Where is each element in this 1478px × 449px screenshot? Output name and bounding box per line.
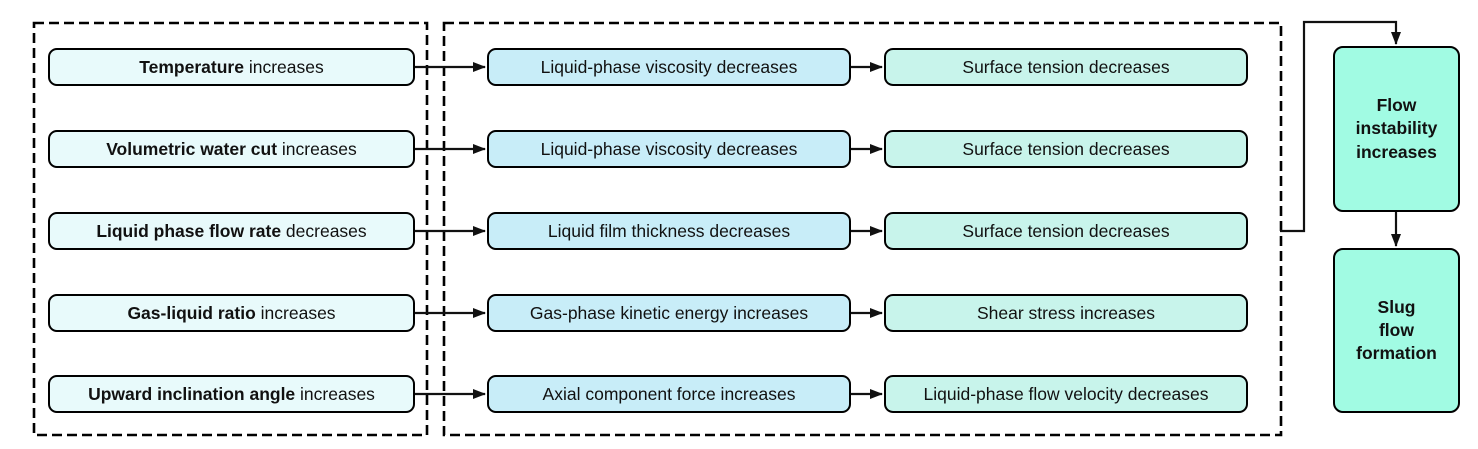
mechanism-stage1-label: Axial component force increases: [542, 383, 796, 404]
cause-box-temperature: Temperature increases: [48, 48, 415, 86]
cause-label-suffix: increases: [295, 383, 375, 404]
outcome-label-slug-flow: Slug flow formation: [1356, 296, 1437, 364]
cause-label: Volumetric water cut increases: [106, 139, 357, 160]
mechanism-stage1-box-row2: Liquid-phase viscosity decreases: [487, 130, 851, 168]
cause-label: Upward inclination angle increases: [88, 384, 375, 405]
mechanism-stage2-box-row3: Surface tension decreases: [884, 212, 1248, 250]
mechanism-stage2-box-row2: Surface tension decreases: [884, 130, 1248, 168]
mechanism-stage2-label: Surface tension decreases: [962, 56, 1170, 77]
cause-label-suffix: increases: [255, 302, 336, 323]
mechanism-stage2-box-row1: Surface tension decreases: [884, 48, 1248, 86]
outcome-label-flow-instability: Flow instability increases: [1355, 95, 1438, 162]
arrow-mechanisms-to-flow-instability: [1280, 20, 1401, 233]
mechanism-stage2-box-row5: Liquid-phase flow velocity decreases: [884, 375, 1248, 413]
mechanism-stage1-label: Liquid-phase viscosity decreases: [540, 138, 798, 159]
cause-label-suffix: decreases: [281, 220, 367, 241]
cause-label-emphasis: Temperature: [139, 56, 244, 77]
mechanism-stage2-label: Liquid-phase flow velocity decreases: [923, 383, 1209, 404]
cause-box-volumetric-water-cut: Volumetric water cut increases: [48, 130, 415, 168]
mechanism-stage2-label: Shear stress increases: [977, 302, 1155, 323]
cause-label: Liquid phase flow rate decreases: [96, 221, 366, 242]
outcome-box-flow-instability: Flow instability increases: [1333, 46, 1460, 212]
cause-label: Temperature increases: [139, 57, 323, 78]
mechanisms-group-dashed-border: [442, 21, 1283, 437]
mechanism-stage1-label: Liquid-phase viscosity decreases: [540, 56, 798, 77]
outcome-box-slug-flow-formation: Slug flow formation: [1333, 248, 1460, 413]
mechanism-stage2-box-row4: Shear stress increases: [884, 294, 1248, 332]
cause-label-emphasis: Liquid phase flow rate: [96, 220, 282, 241]
cause-box-liquid-phase-flow-rate: Liquid phase flow rate decreases: [48, 212, 415, 250]
mechanism-stage1-label: Gas-phase kinetic energy increases: [529, 302, 809, 323]
cause-label-emphasis: Volumetric water cut: [106, 138, 278, 159]
mechanism-stage2-label: Surface tension decreases: [962, 220, 1170, 241]
mechanism-stage2-label: Surface tension decreases: [962, 138, 1170, 159]
mechanism-stage1-box-row5: Axial component force increases: [487, 375, 851, 413]
mechanism-stage1-box-row4: Gas-phase kinetic energy increases: [487, 294, 851, 332]
mechanism-stage1-label: Liquid film thickness decreases: [547, 220, 791, 241]
cause-label-suffix: increases: [277, 138, 357, 159]
cause-box-gas-liquid-ratio: Gas-liquid ratio increases: [48, 294, 415, 332]
cause-label-emphasis: Upward inclination angle: [88, 383, 296, 404]
cause-label: Gas-liquid ratio increases: [127, 303, 335, 324]
cause-label-suffix: increases: [243, 56, 324, 77]
cause-box-upward-inclination-angle: Upward inclination angle increases: [48, 375, 415, 413]
cause-label-emphasis: Gas-liquid ratio: [127, 302, 256, 323]
mechanism-stage1-box-row3: Liquid film thickness decreases: [487, 212, 851, 250]
mechanism-stage1-box-row1: Liquid-phase viscosity decreases: [487, 48, 851, 86]
causes-group-dashed-border: [32, 21, 429, 437]
